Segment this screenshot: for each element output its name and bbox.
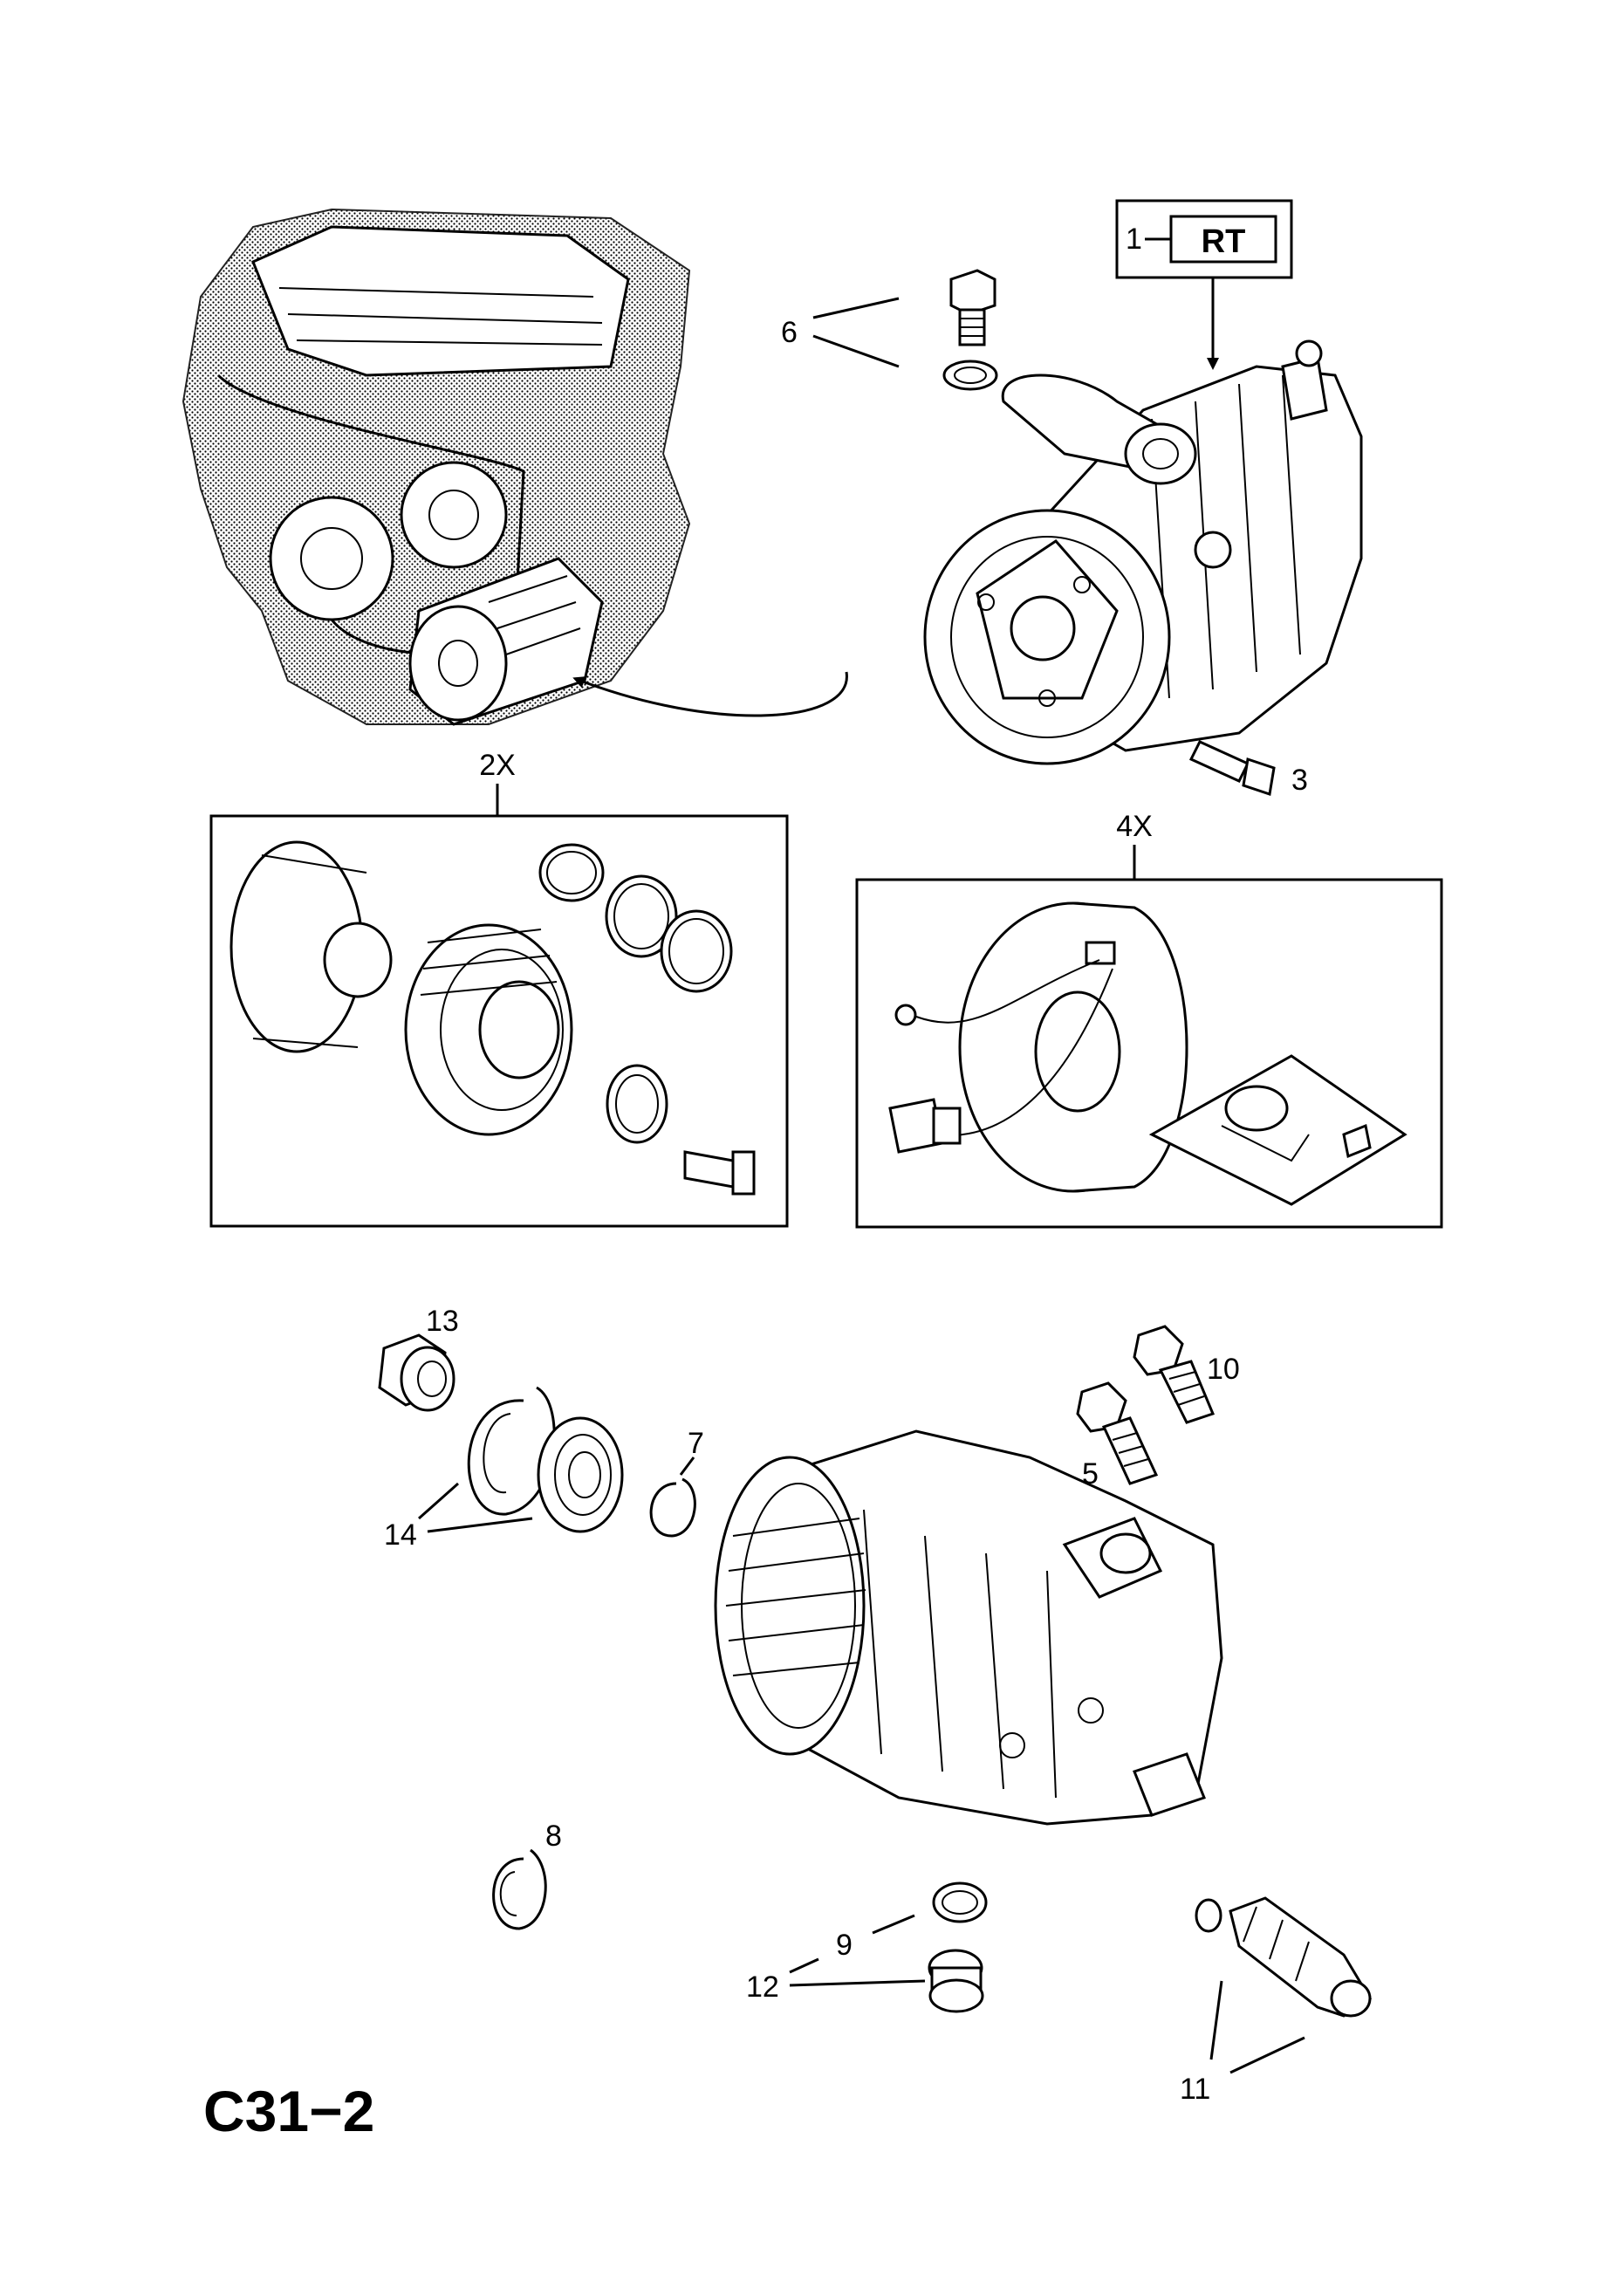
callout-11: 11	[1180, 2073, 1210, 2106]
part-8-snap-ring: 8	[492, 1820, 562, 1930]
kit-box-left: 2X	[209, 749, 789, 1228]
part-14-circlip-bearing: 14	[384, 1386, 624, 1552]
part-13-nut: 13	[378, 1305, 459, 1412]
part-3-bolt: 3	[1188, 740, 1308, 797]
reference-number: 1	[1126, 223, 1142, 256]
page-code: C31−2	[203, 2079, 374, 2143]
callout-9: 9	[836, 1929, 853, 1962]
part-12-plug: 12	[746, 1949, 984, 2013]
callout-12: 12	[746, 1970, 779, 2004]
reference-code-label: RT	[1202, 223, 1246, 260]
kit-multiplier-left: 2X	[479, 749, 516, 782]
engine-illustration	[181, 208, 691, 726]
location-arrow	[572, 671, 848, 717]
compressor-assembly-top	[923, 339, 1363, 765]
callout-3: 3	[1291, 764, 1308, 797]
part-10-bolt: 10	[1133, 1325, 1240, 1424]
part-9-o-ring: 9	[836, 1881, 988, 1962]
callout-13: 13	[426, 1305, 459, 1338]
callout-5: 5	[1082, 1457, 1099, 1491]
kit-multiplier-right: 4X	[1116, 810, 1153, 843]
callout-10: 10	[1207, 1353, 1240, 1386]
callout-6: 6	[781, 316, 798, 349]
part-6-bolt-washer: 6	[781, 269, 998, 391]
kit-box-right: 4X	[855, 810, 1443, 1229]
reference-box: 1 RT	[1115, 199, 1293, 370]
callout-7: 7	[688, 1427, 704, 1460]
part-11-pressure-switch: 11	[1180, 1896, 1373, 2106]
compressor-exploded-lower	[714, 1429, 1223, 1826]
part-5-bolt: 5	[1076, 1381, 1159, 1491]
callout-8: 8	[545, 1820, 562, 1853]
callout-14: 14	[384, 1518, 417, 1552]
part-7-snap-ring: 7	[649, 1427, 704, 1538]
